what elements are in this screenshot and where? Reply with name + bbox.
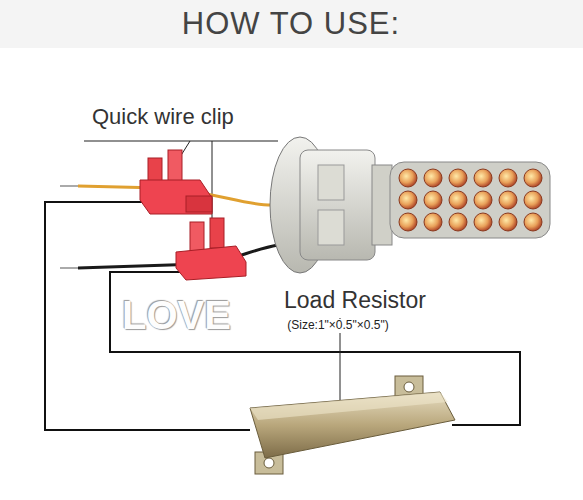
led-chip: [524, 213, 542, 231]
page-title: HOW TO USE:: [182, 6, 400, 42]
led-bulb: [390, 162, 550, 238]
led-chip: [399, 169, 417, 187]
led-chip: [399, 213, 417, 231]
led-chip: [524, 169, 542, 187]
led-chip: [474, 169, 492, 187]
led-chip: [499, 169, 517, 187]
load-resistor: [238, 376, 462, 474]
wire-clip: [140, 150, 212, 214]
bulb-socket: [270, 137, 392, 273]
part-label: Load Resistor: [281, 287, 429, 313]
watermark: LOVE: [122, 292, 231, 338]
led-chip: [499, 213, 517, 231]
led-chip: [424, 191, 442, 209]
dimension-label: (Size:1"×0.5"×0.5"): [285, 319, 391, 333]
led-chip: [449, 213, 467, 231]
led-chip: [399, 191, 417, 209]
stripped-end: [60, 185, 78, 187]
led-chip: [449, 191, 467, 209]
stripped-end: [60, 267, 78, 269]
led-chip: [424, 213, 442, 231]
led-chip: [474, 213, 492, 231]
led-chip: [449, 169, 467, 187]
title-band: [0, 0, 583, 48]
callout-label: Quick wire clip: [92, 104, 234, 129]
led-chip: [424, 169, 442, 187]
led-chip: [474, 191, 492, 209]
wire-clip: [176, 218, 246, 280]
label-underline: [84, 140, 278, 141]
led-chip: [524, 191, 542, 209]
led-chip: [499, 191, 517, 209]
